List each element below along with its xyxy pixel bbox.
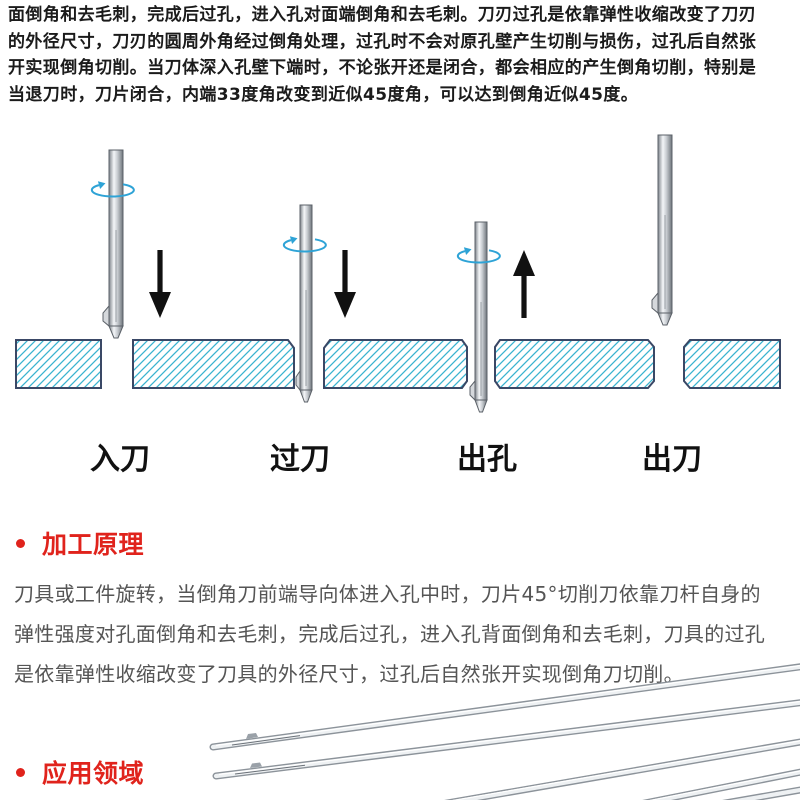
tool-blade <box>102 304 110 328</box>
rod-highlight <box>215 665 800 746</box>
rotation-icon <box>90 181 135 198</box>
rod-highlight <box>649 770 800 800</box>
intro-paragraph: 面倒角和去毛刺，完成后过孔，进入孔对面端倒角和去毛刺。刀刃过孔是依靠弹性收缩改变… <box>8 2 793 109</box>
rotation-arrowhead <box>97 181 106 189</box>
rod-body <box>452 739 800 800</box>
intro-line: 当退刀时，刀片闭合，内端33度角改变到近似45度角，可以达到倒角近似45度。 <box>8 85 639 106</box>
tool-rod <box>642 768 800 800</box>
arrow-head <box>334 292 356 318</box>
stage-label-retract: 出刀 <box>642 442 702 477</box>
tool-blade <box>469 379 476 402</box>
chamfer-tool <box>295 204 313 403</box>
rotation-icon <box>282 236 327 253</box>
tool-blade <box>295 369 301 392</box>
rotation-icon <box>456 247 501 264</box>
rotation-arc <box>90 183 135 198</box>
rod-body <box>210 664 800 750</box>
tool-blade <box>246 733 258 739</box>
arrow-shaft <box>521 274 527 318</box>
rotation-arc <box>282 238 327 253</box>
intro-line: 的外径尺寸，刀刃的圆周外角经过倒角处理，过孔时不会对原孔壁产生切削与损伤，过孔后… <box>8 31 757 52</box>
rotation-arc <box>456 249 501 264</box>
stage-label-exit-hole: 出孔 <box>457 442 517 477</box>
tool-tip <box>657 312 673 326</box>
tools-product-photo <box>209 663 800 800</box>
rod-highlight <box>452 740 800 800</box>
tool-tip <box>299 389 313 403</box>
tool-tip <box>108 325 124 339</box>
arrow-shaft <box>342 250 348 294</box>
section-title-application: 应用领域 <box>16 756 144 788</box>
stage-label-pass: 过刀 <box>270 442 330 477</box>
principle-paragraph: 刀具或工件旋转，当倒角刀前端导向体进入孔中时，刀片45°切削刀依靠刀杆自身的 弹… <box>14 574 794 694</box>
plate-section <box>494 339 655 389</box>
tool-blade <box>250 762 262 768</box>
tool-rod <box>209 663 800 751</box>
arrow-head <box>149 292 171 318</box>
rod-slot <box>234 764 306 775</box>
section-title-text: 加工原理 <box>42 530 145 559</box>
tool-rod <box>444 738 800 800</box>
plate-section <box>132 339 295 389</box>
arrow-up-icon <box>513 250 535 318</box>
tool-rod <box>722 786 800 800</box>
principle-line: 刀具或工件旋转，当倒角刀前端导向体进入孔中时，刀片45°切削刀依靠刀杆自身的 <box>14 582 761 606</box>
intro-line: 开实现倒角切削。当刀体深入孔壁下端时，不论张开还是闭合，都会相应的产生倒角切削，… <box>8 58 757 79</box>
arrow-down-icon <box>334 250 356 318</box>
rod-highlight <box>218 700 800 775</box>
stage-label-enter: 入刀 <box>90 442 150 477</box>
principle-line: 是依靠弹性收缩改变了刀具的外径尺寸，过孔后自然张开实现倒角刀切削。 <box>14 662 684 686</box>
section-title-principle: 加工原理 <box>16 527 144 559</box>
tool-blade <box>651 291 659 315</box>
tool-tip <box>474 399 488 413</box>
rotation-arrowhead <box>463 247 472 255</box>
red-dot-icon <box>16 767 25 777</box>
principle-line: 弹性强度对孔面倒角和去毛刺，完成后过孔，进入孔背面倒角和去毛刺，刀具的过孔 <box>14 622 766 646</box>
chamfer-process-diagram <box>15 134 781 413</box>
arrow-head <box>513 250 535 276</box>
intro-line: 面倒角和去毛刺，完成后过孔，进入孔对面端倒角和去毛刺。刀刃过孔是依靠弹性收缩改变… <box>8 5 757 25</box>
rod-slot <box>231 735 301 746</box>
rod-body <box>730 787 800 800</box>
arrow-shaft <box>157 250 163 294</box>
arrow-down-icon <box>149 250 171 318</box>
chamfer-tool <box>651 134 673 326</box>
plate-section <box>323 339 468 389</box>
chamfer-tool <box>102 149 124 339</box>
plate-section <box>15 339 102 389</box>
red-dot-icon <box>16 538 25 548</box>
section-title-text: 应用领域 <box>42 759 145 788</box>
rod-body <box>213 700 800 779</box>
rotation-arrowhead <box>289 236 298 244</box>
tool-rod <box>212 699 800 780</box>
plate-section <box>683 339 781 389</box>
rod-body <box>649 770 800 800</box>
chamfer-tool <box>469 221 488 413</box>
workpiece-plate <box>15 339 781 389</box>
